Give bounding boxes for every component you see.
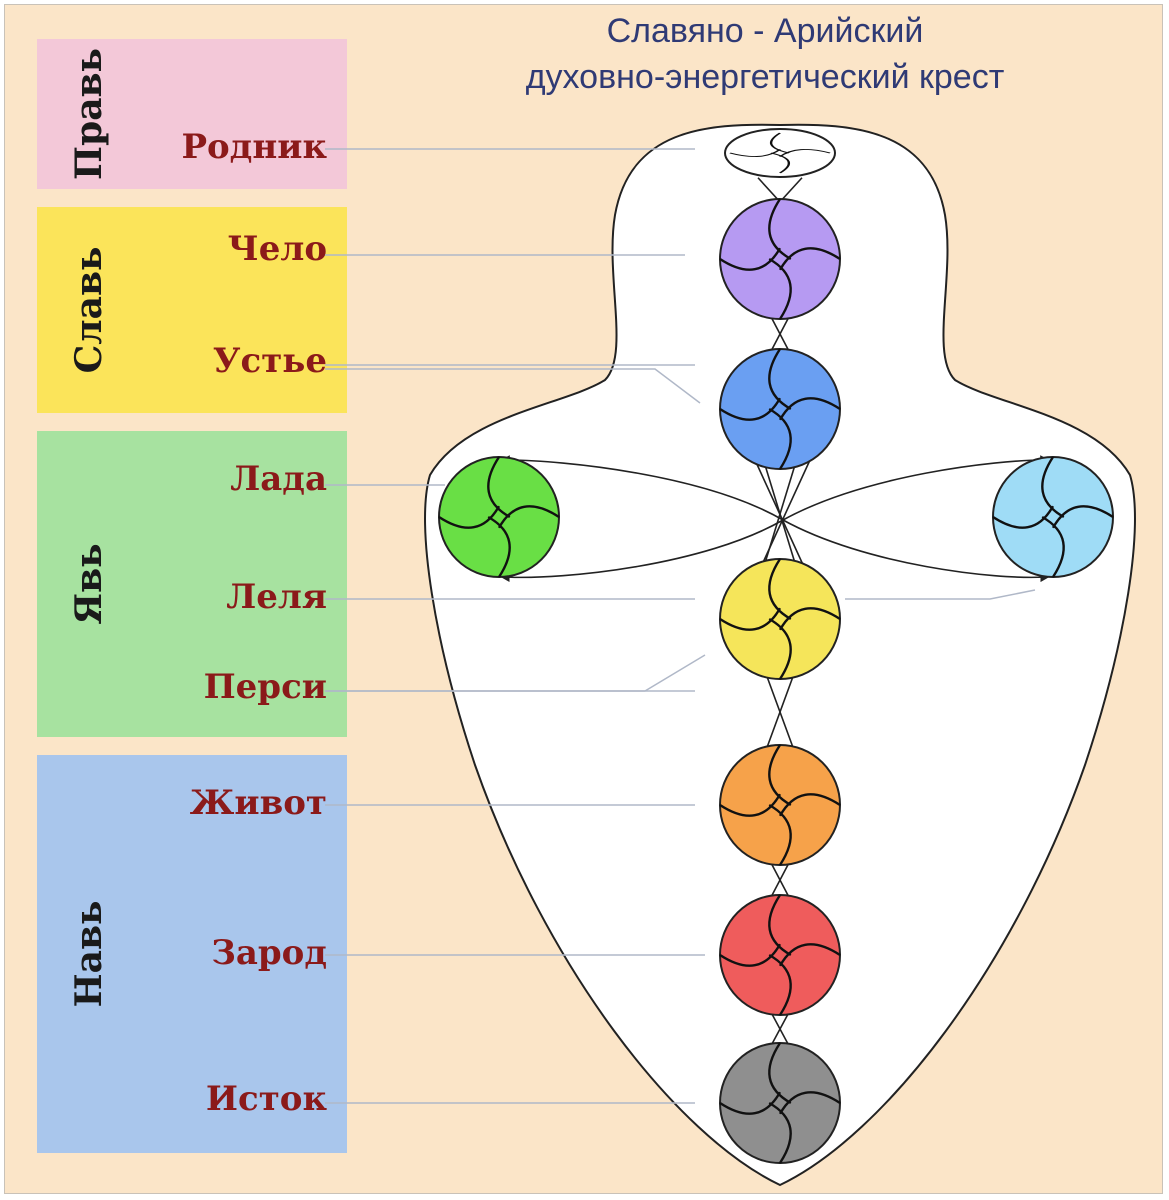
diagram-canvas: Славяно - Арийский духовно-энергетически…: [4, 4, 1163, 1194]
chakra-group: [438, 128, 1114, 1164]
hub-cross-1: [754, 459, 811, 581]
chakra-circle-istok: [719, 1042, 841, 1164]
chakra-circle-ustye: [719, 348, 841, 470]
swirl-icon: [719, 558, 841, 680]
swirl-icon: [719, 1042, 841, 1164]
chakra-zarod: [719, 894, 841, 1016]
chakra-circle-rodnik: [724, 128, 836, 178]
chakra-rodnik: [724, 128, 836, 178]
chakra-label-zhivot: Живот: [189, 783, 327, 823]
swirl-icon: [719, 198, 841, 320]
realm-slav-panel: Славь Чело Устье: [37, 207, 347, 413]
swirl-icon: [719, 894, 841, 1016]
connector-bend-ustye: [325, 368, 701, 404]
chakra-circle-chelo: [719, 198, 841, 320]
realm-prav-panel: Правь Родник: [37, 39, 347, 189]
chakra-persi: [719, 558, 841, 680]
chakra-label-persi: Перси: [203, 667, 327, 707]
chakra-label-chelo: Чело: [227, 229, 327, 269]
chakra-circle-lelya: [992, 456, 1114, 578]
swirl-icon: [992, 456, 1114, 578]
side-loop-3: [782, 519, 1050, 583]
chakra-zhivot: [719, 744, 841, 866]
chakra-lelya: [992, 456, 1114, 578]
chakra-chelo: [719, 198, 841, 320]
chakra-istok: [719, 1042, 841, 1164]
diagram-title-line2: духовно-энергетический крест: [525, 58, 1005, 96]
connector-lines: [325, 148, 1036, 1104]
realm-yav-panel: Явь Лада Леля Перси: [37, 431, 347, 737]
swirl-icon: [719, 744, 841, 866]
chakra-label-lelya: Леля: [226, 577, 327, 617]
swirl-icon: [438, 456, 560, 578]
chakra-label-istok: Исток: [205, 1079, 327, 1119]
side-loop-1: [500, 519, 784, 583]
swirl-icon: [729, 132, 831, 174]
chakra-circle-lada: [438, 456, 560, 578]
chakra-lada: [438, 456, 560, 578]
energy-body-diagram: [325, 123, 1136, 1187]
chakra-ustye: [719, 348, 841, 470]
chakra-circle-persi: [719, 558, 841, 680]
chakra-circle-zarod: [719, 894, 841, 1016]
side-loop-2: [782, 455, 1050, 521]
diagram-title-line1: Славяно - Арийский: [606, 12, 924, 50]
connector-bend-persi: [325, 654, 706, 692]
connector-bend-lelya: [845, 589, 1036, 600]
realm-nav-panel: Навь Живот Зарод Исток: [37, 755, 347, 1153]
chakra-circle-zhivot: [719, 744, 841, 866]
chakra-label-lada: Лада: [230, 459, 327, 499]
side-loop-0: [500, 455, 784, 521]
chakra-label-rodnik: Родник: [181, 127, 327, 167]
chakra-label-ustye: Устье: [212, 341, 327, 381]
swirl-icon: [719, 348, 841, 470]
chakra-label-zarod: Зарод: [211, 933, 327, 973]
